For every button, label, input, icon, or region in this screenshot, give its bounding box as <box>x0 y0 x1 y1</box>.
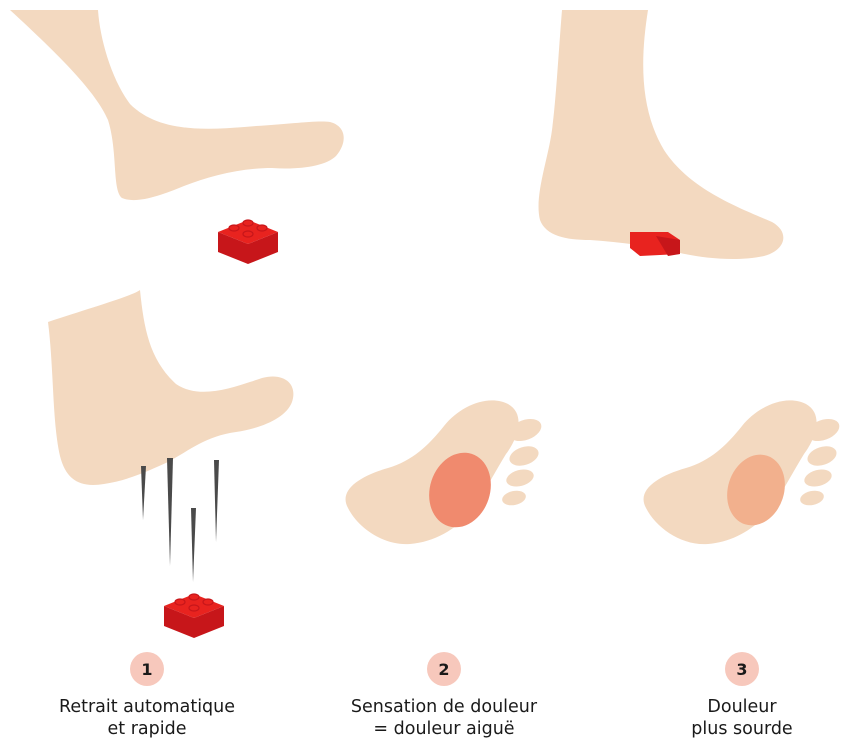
foot-raised-top <box>10 10 344 200</box>
step-1-badge: 1 <box>130 652 164 686</box>
foot-retracting <box>48 290 293 485</box>
step-2-caption-line1: Sensation de douleur <box>324 696 564 718</box>
brick-under-foot <box>630 232 680 256</box>
step-1-caption-line1: Retrait automatique <box>27 696 267 718</box>
step-3-caption-line1: Douleur <box>622 696 844 718</box>
brick-top-left <box>218 220 278 264</box>
foot-stepping <box>539 10 784 259</box>
step-2: 2 Sensation de douleur = douleur aiguë <box>324 652 564 740</box>
brick-bottom-left <box>164 594 224 638</box>
pain-sparks <box>141 458 219 582</box>
step-3: 3 Douleur plus sourde <box>622 652 844 740</box>
step-3-badge: 3 <box>725 652 759 686</box>
step-2-badge: 2 <box>427 652 461 686</box>
step-1: 1 Retrait automatique et rapide <box>27 652 267 740</box>
step-1-caption-line2: et rapide <box>27 718 267 740</box>
step-3-caption-line2: plus sourde <box>622 718 844 740</box>
step-2-caption-line2: = douleur aiguë <box>324 718 564 740</box>
